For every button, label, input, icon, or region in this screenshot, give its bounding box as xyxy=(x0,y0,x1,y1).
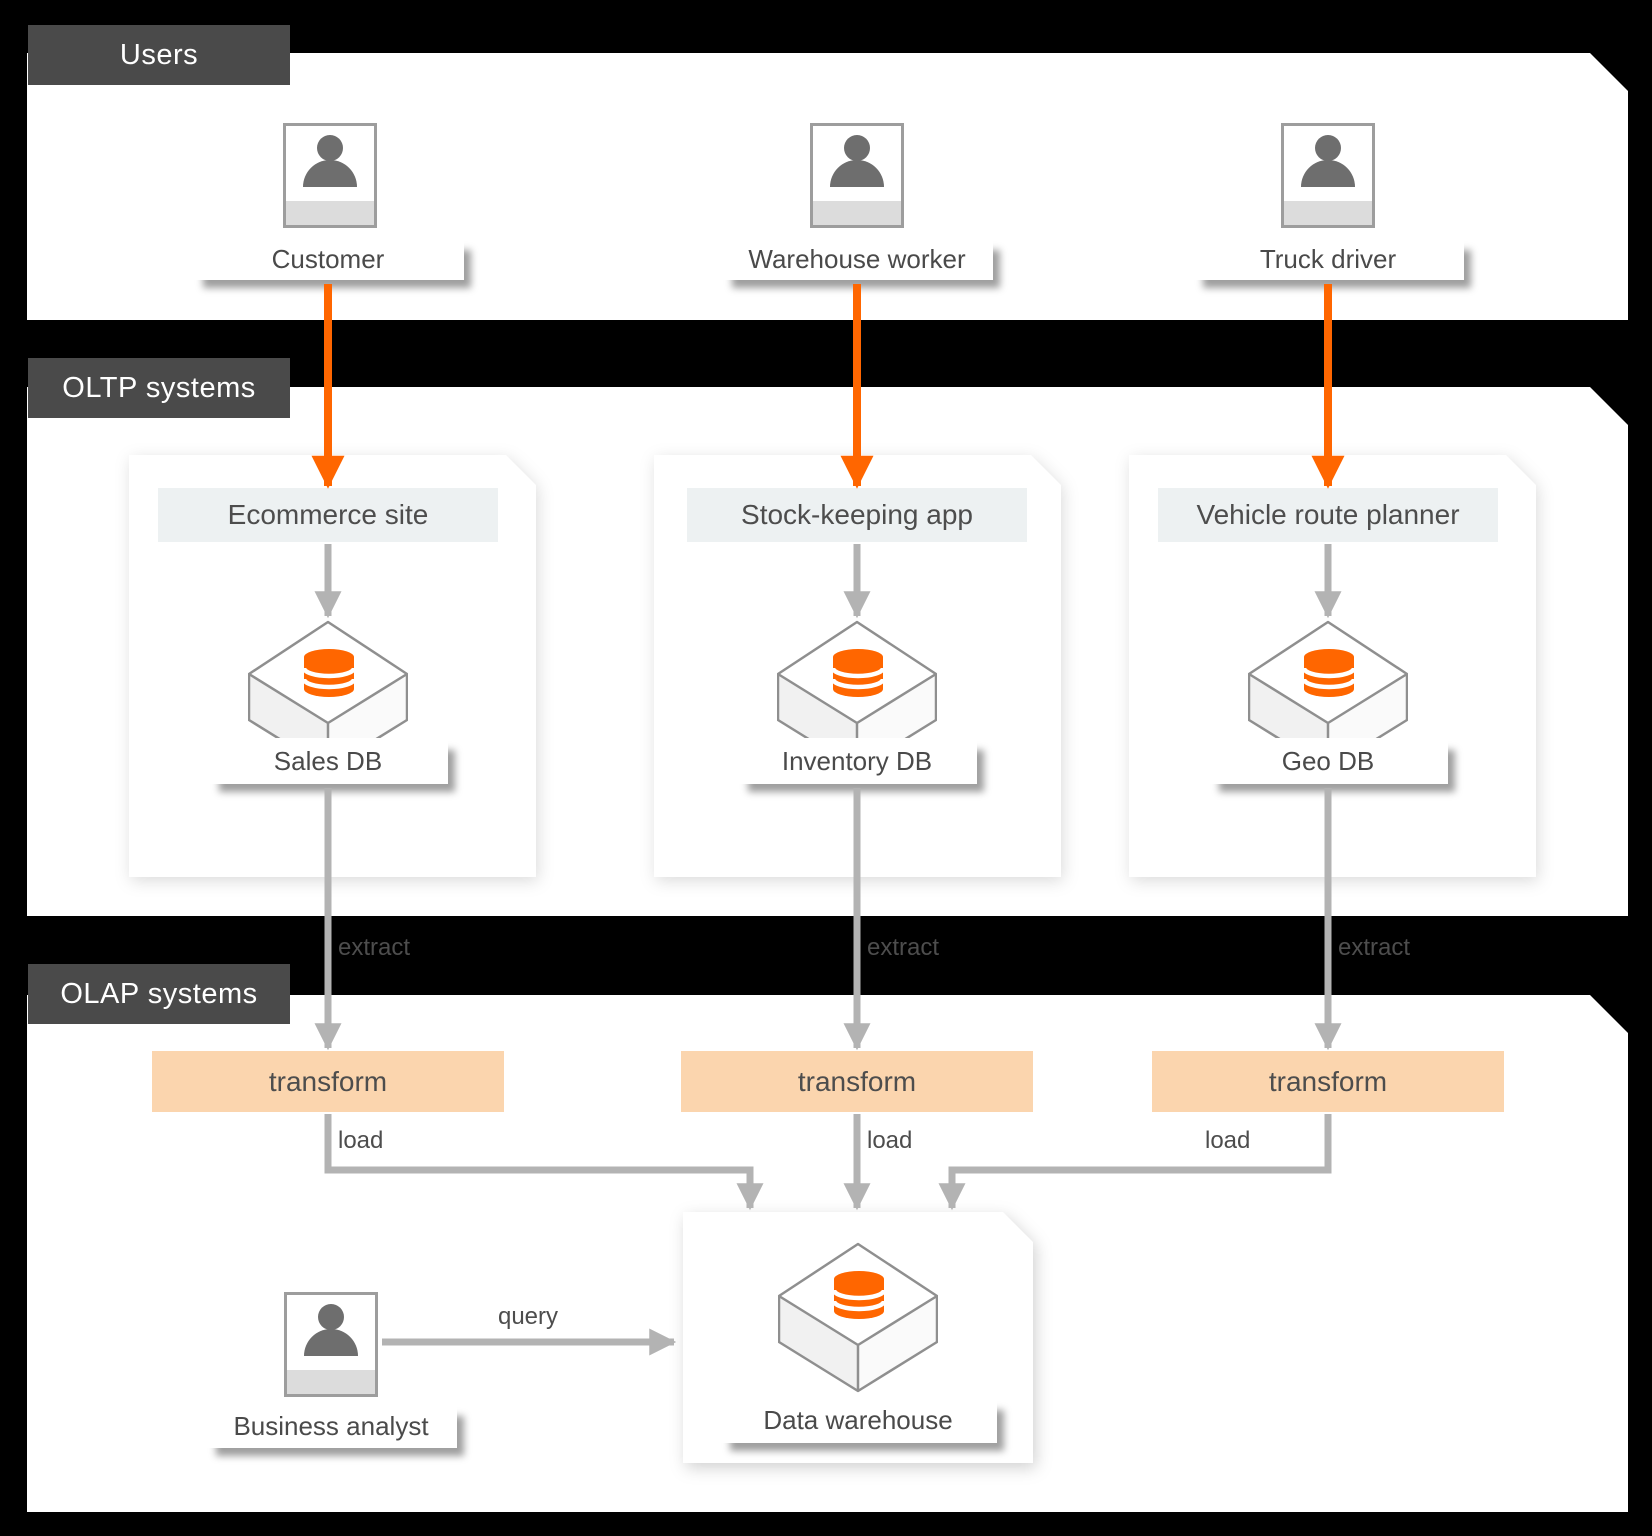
person-bust-icon xyxy=(304,1329,358,1356)
person-head-icon xyxy=(1315,135,1341,161)
truck-driver-user-icon xyxy=(1281,123,1375,228)
person-bust-icon xyxy=(830,160,884,187)
business-analyst-user-icon xyxy=(284,1292,378,1397)
inventory-db-label: Inventory DB xyxy=(737,738,977,784)
ecommerce-title: Ecommerce site xyxy=(158,488,498,542)
person-bust-icon xyxy=(303,160,357,187)
sales-db-label: Sales DB xyxy=(208,738,448,784)
extract-label-2: extract xyxy=(867,934,940,961)
person-strip xyxy=(1284,201,1372,225)
person-strip xyxy=(286,201,374,225)
data-warehouse-database-icon xyxy=(778,1242,938,1393)
person-strip xyxy=(287,1370,375,1394)
transform-step-1: transform xyxy=(152,1051,504,1112)
sales-database-icon xyxy=(248,620,408,771)
oltp-tab: OLTP systems xyxy=(28,358,290,418)
data-warehouse-label: Data warehouse xyxy=(719,1398,997,1443)
olap-tab: OLAP systems xyxy=(28,964,290,1024)
truck-driver-label: Truck driver xyxy=(1192,238,1464,280)
extract-label-3: extract xyxy=(1338,934,1411,961)
person-bust-icon xyxy=(1301,160,1355,187)
warehouse-worker-label: Warehouse worker xyxy=(721,238,993,280)
customer-label: Customer xyxy=(192,238,464,280)
person-head-icon xyxy=(844,135,870,161)
load-label-3: load xyxy=(1205,1127,1251,1154)
geo-db-label: Geo DB xyxy=(1208,738,1448,784)
warehouse-worker-user-icon xyxy=(810,123,904,228)
customer-user-icon xyxy=(283,123,377,228)
query-label: query xyxy=(497,1303,559,1330)
users-tab: Users xyxy=(28,25,290,85)
business-analyst-label: Business analyst xyxy=(205,1404,457,1448)
person-strip xyxy=(813,201,901,225)
route-planner-title: Vehicle route planner xyxy=(1158,488,1498,542)
load-label-1: load xyxy=(338,1127,384,1154)
load-label-2: load xyxy=(867,1127,913,1154)
person-head-icon xyxy=(318,1304,344,1330)
stock-keeping-title: Stock-keeping app xyxy=(687,488,1027,542)
person-head-icon xyxy=(317,135,343,161)
extract-label-1: extract xyxy=(338,934,411,961)
transform-step-2: transform xyxy=(681,1051,1033,1112)
transform-step-3: transform xyxy=(1152,1051,1504,1112)
